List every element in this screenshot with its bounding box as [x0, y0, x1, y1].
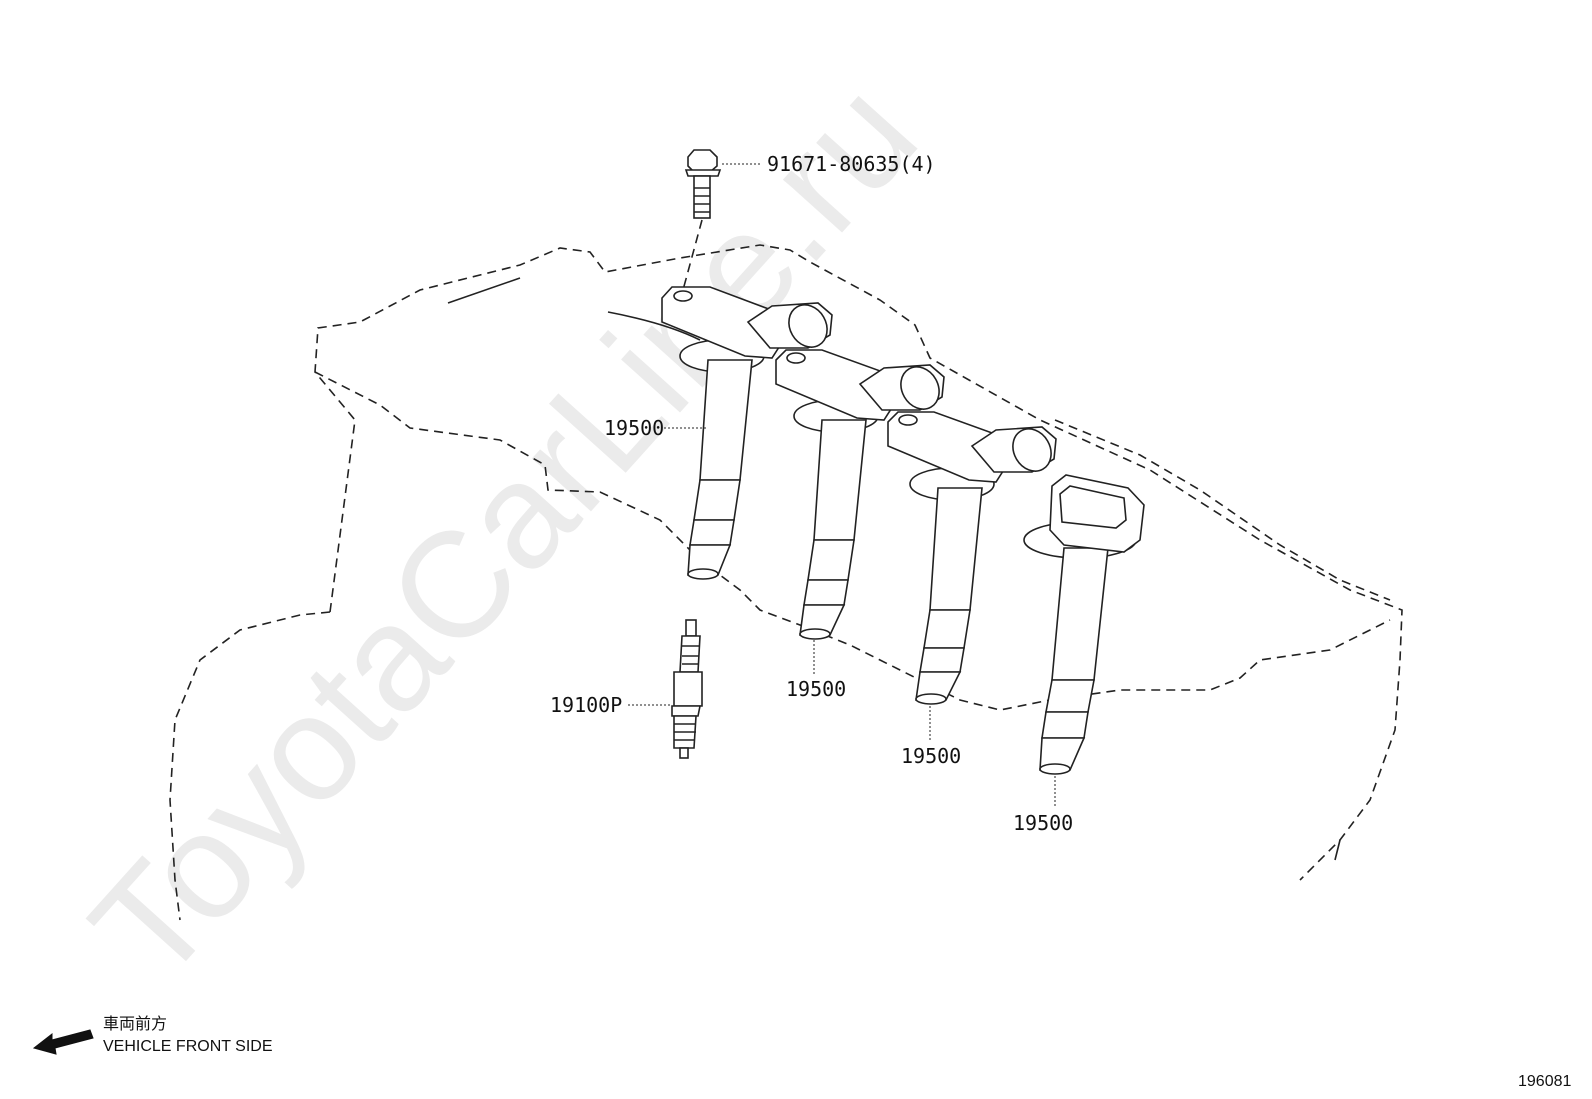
ignition-coil-1 [661, 286, 833, 580]
engine-outline [169, 244, 1403, 921]
bolt-part [682, 149, 722, 291]
ignition-coil-3 [887, 411, 1057, 705]
ignition-coil-4 [1023, 474, 1145, 775]
coil-callout-1: 19500 [604, 416, 664, 440]
bolt-callout: 91671-80635(4) [767, 152, 936, 176]
direction-label-en: VEHICLE FRONT SIDE [103, 1038, 273, 1055]
direction-label-jp: 車両前方 [103, 1014, 167, 1033]
coil-callout-4: 19500 [1013, 811, 1073, 835]
spark-plug-part [671, 619, 703, 759]
figure-number: 196081 [1518, 1073, 1571, 1090]
spark-plug-callout: 19100P [550, 693, 622, 717]
coil-callout-3: 19500 [901, 744, 961, 768]
coil-callout-2: 19500 [786, 677, 846, 701]
front-arrow-icon [32, 1029, 94, 1055]
ignition-coil-2 [775, 349, 945, 640]
